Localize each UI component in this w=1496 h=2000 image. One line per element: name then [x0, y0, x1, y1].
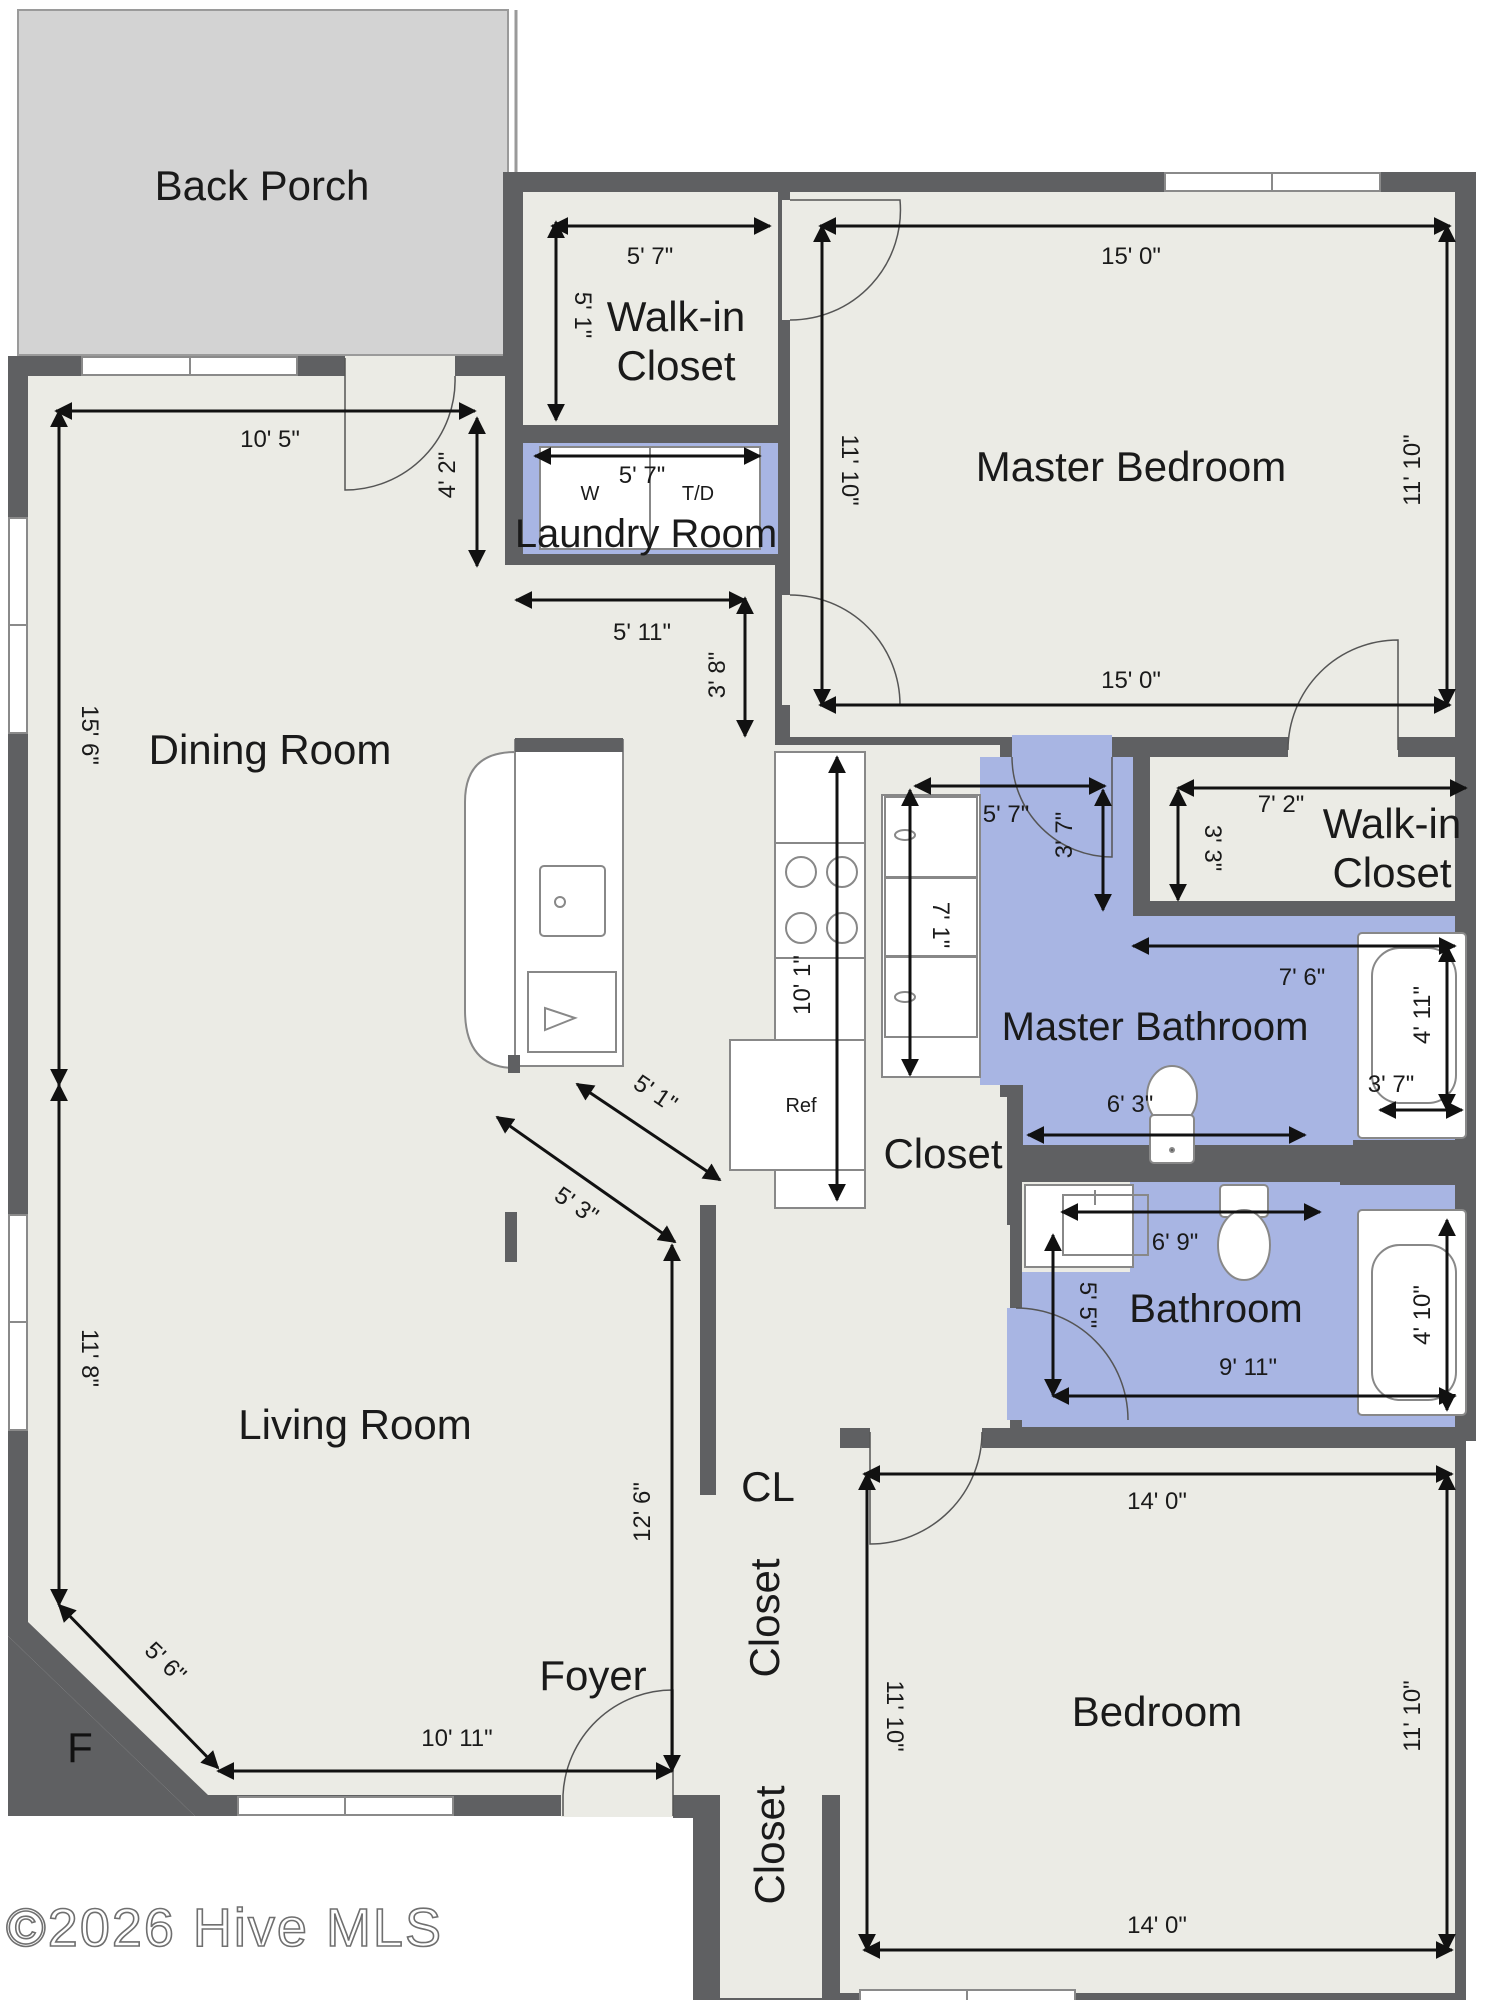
dim-bath-depth: 5' 5" — [1074, 1282, 1101, 1328]
dim-master-bottom: 15' 0" — [1101, 667, 1161, 694]
dimension-lines — [50, 217, 1468, 1959]
dining-room-label: Dining Room — [149, 726, 392, 773]
dimension-labels: 5' 7" 5' 1" 5' 7" 15' 0" 15' 0" 11' 10" … — [76, 243, 1436, 1939]
dim-laundry-width: 5' 7" — [619, 462, 665, 489]
walk-in-closet-2-label-line1: Walk-in — [1323, 800, 1461, 847]
dim-dining-top: 10' 5" — [240, 426, 300, 453]
foyer-label: Foyer — [539, 1652, 646, 1699]
master-toilet — [1146, 1065, 1198, 1164]
dim-bath-width: 9' 11" — [1219, 1354, 1277, 1381]
walk-in-closet-2-label-line2: Closet — [1332, 849, 1451, 896]
bathroom-label: Bathroom — [1129, 1287, 1302, 1331]
fireplace-label: F — [67, 1724, 93, 1771]
bedroom-floor — [840, 1448, 1455, 1993]
walk-in-closet-1-label-line1: Walk-in — [607, 293, 745, 340]
dim-kitchen-length: 10' 1" — [789, 955, 816, 1015]
closet-hall-floor — [882, 1097, 1007, 1229]
dim-bedroom-bottom: 14' 0" — [1127, 1912, 1187, 1939]
dim-bath-tub: 4' 10" — [1409, 1285, 1436, 1345]
windows — [8, 172, 1381, 2000]
bedroom-label: Bedroom — [1072, 1688, 1242, 1735]
dim-living-bottom: 10' 11" — [421, 1725, 492, 1752]
dim-master-tub: 4' 11" — [1409, 986, 1436, 1044]
master-vanity — [881, 794, 981, 1078]
dim-living-left: 11' 8" — [76, 1329, 103, 1387]
dim-porch-door: 4' 2" — [434, 452, 461, 498]
cl-floor — [720, 1432, 822, 1532]
laundry-room-label: Laundry Room — [515, 512, 777, 556]
master-bathroom-label: Master Bathroom — [1002, 1005, 1309, 1049]
dim-master-left: 11' 10" — [836, 434, 863, 505]
dim-vanity-width: 5' 7" — [983, 801, 1029, 828]
dim-hall-depth: 3' 8" — [704, 652, 731, 698]
master-bedroom-floor — [790, 192, 1455, 737]
dryer-label: T/D — [682, 483, 714, 505]
dim-master-tub-width: 3' 7" — [1368, 1071, 1414, 1098]
back-porch-area — [17, 9, 509, 356]
closet-a-label: Closet — [741, 1558, 788, 1677]
cl-label: CL — [741, 1463, 795, 1510]
back-porch-label: Back Porch — [155, 162, 370, 209]
dim-master-bath-mid: 6' 3" — [1107, 1091, 1153, 1118]
dim-master-bath-entry: 3' 7" — [1051, 812, 1078, 858]
closet-b-label: Closet — [746, 1785, 793, 1904]
dim-bedroom-left: 11' 10" — [881, 1680, 908, 1751]
dim-master-right: 11' 10" — [1399, 434, 1426, 505]
dim-walkin1-width: 5' 7" — [627, 243, 673, 270]
washer-dryer — [539, 446, 761, 550]
refrigerator-label: Ref — [785, 1095, 817, 1117]
closet-b-floor — [720, 1708, 822, 1998]
dim-master-top: 15' 0" — [1101, 243, 1161, 270]
dim-walkin1-depth: 5' 1" — [569, 292, 596, 338]
bath-toilet — [1217, 1184, 1271, 1281]
watermark: ©2026 Hive MLS — [6, 1898, 443, 1958]
living-room-label: Living Room — [238, 1401, 471, 1448]
dim-walkin2-depth: 3' 3" — [1199, 825, 1226, 871]
dim-hall-width: 5' 11" — [613, 619, 671, 646]
dim-bedroom-top: 14' 0" — [1127, 1488, 1187, 1515]
kitchen-fixtures — [464, 738, 866, 1209]
dim-bedroom-right: 11' 10" — [1399, 1680, 1426, 1751]
washer-label: W — [581, 483, 600, 505]
closet-hall-label: Closet — [883, 1130, 1002, 1177]
dim-dining-left: 15' 6" — [76, 705, 103, 765]
dim-bath-top: 6' 9" — [1152, 1229, 1198, 1256]
master-bedroom-label: Master Bedroom — [976, 443, 1286, 490]
dim-vanity-length: 7' 1" — [927, 902, 954, 948]
bath-vanity — [1024, 1184, 1149, 1268]
walk-in-closet-1-label-line2: Closet — [616, 342, 735, 389]
dim-foyer-depth: 12' 6" — [629, 1482, 656, 1542]
dim-master-bath-width: 7' 6" — [1279, 964, 1325, 991]
closet-a-floor — [720, 1548, 822, 1688]
dim-walkin2-width: 7' 2" — [1258, 791, 1304, 818]
